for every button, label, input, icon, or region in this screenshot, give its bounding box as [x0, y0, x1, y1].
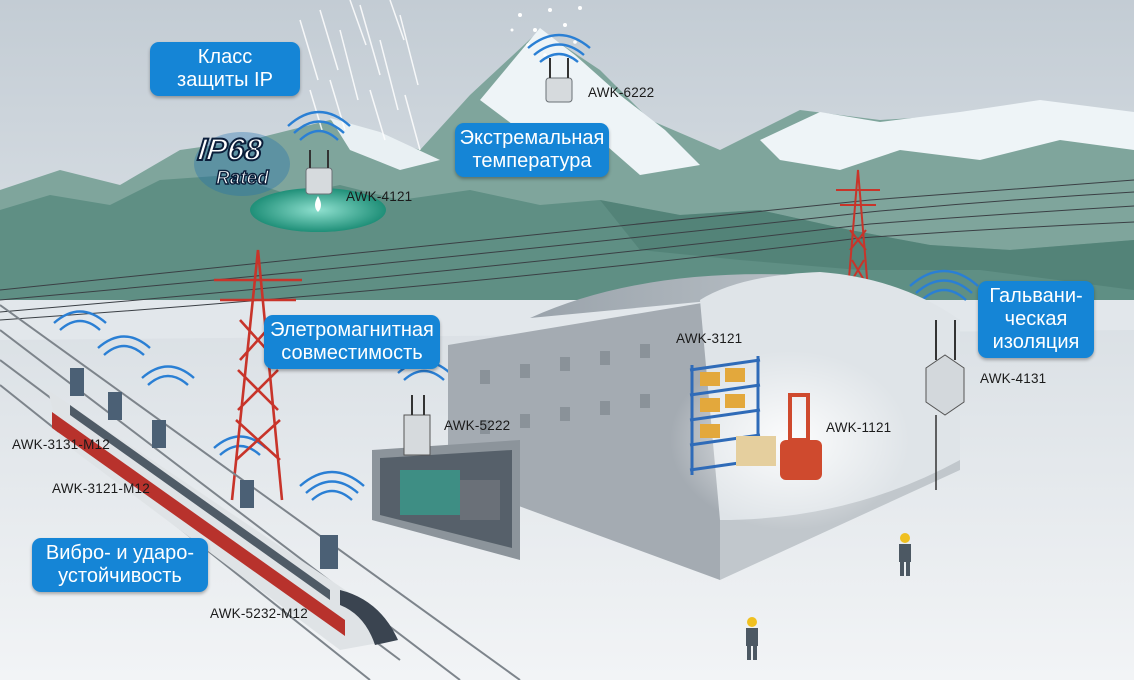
snow-ridge-right [760, 100, 1134, 170]
callout-line: устойчивость [58, 565, 182, 587]
callout-galvanic-isolation: Гальвани- ческая изоляция [978, 281, 1094, 358]
worker-figures [746, 533, 911, 660]
callout-extreme-temperature: Экстремальная температура [455, 123, 609, 177]
callout-line: ческая [1004, 308, 1068, 330]
label-awk-3131-m12: AWK-3131-M12 [12, 437, 110, 452]
passenger-train [48, 368, 398, 650]
mountain-shading [600, 200, 1134, 290]
awk-4121-device [305, 150, 333, 195]
callout-line: Гальвани- [989, 285, 1083, 307]
water-drop [315, 196, 321, 212]
badge-swoosh-icon [194, 132, 290, 196]
power-tower [214, 249, 302, 501]
label-awk-1121: AWK-1121 [826, 420, 892, 435]
ip68-text: IP68 [195, 131, 264, 168]
callout-line: защиты IP [177, 69, 273, 91]
awk-6222-device [545, 58, 573, 103]
label-awk-5222: AWK-5222 [444, 418, 511, 433]
snow-ridge-left [330, 118, 440, 170]
far-power-tower [836, 169, 880, 291]
ip68-rated-badge: IP68 Rated [192, 128, 292, 198]
rated-text: Rated [215, 167, 269, 189]
callout-line: Класс [197, 46, 253, 68]
label-awk-3121: AWK-3121 [676, 331, 743, 346]
callout-line: изоляция [992, 331, 1080, 353]
callout-ip-class: Класс защиты IP [150, 42, 300, 96]
callout-line: Элетромагнитная [270, 319, 434, 341]
label-awk-4121: AWK-4121 [346, 189, 413, 204]
label-awk-4131: AWK-4131 [980, 371, 1047, 386]
callout-line: совместимость [281, 342, 423, 364]
label-awk-6222: AWK-6222 [588, 85, 655, 100]
callout-line: Вибро- и ударо- [45, 542, 195, 564]
factory-building [448, 272, 965, 580]
label-awk-5232-m12: AWK-5232-M12 [210, 606, 308, 621]
rain-streaks [299, 0, 421, 151]
callout-line: температура [472, 150, 592, 172]
callout-vibration-shock: Вибро- и ударо- устойчивость [32, 538, 208, 592]
snow-flakes [510, 6, 582, 57]
label-awk-3121-m12: AWK-3121-M12 [52, 481, 150, 496]
generator-enclosure [372, 395, 520, 560]
callout-line: Экстремальная [459, 127, 605, 149]
callout-emc: Элетромагнитная совместимость [264, 315, 440, 369]
